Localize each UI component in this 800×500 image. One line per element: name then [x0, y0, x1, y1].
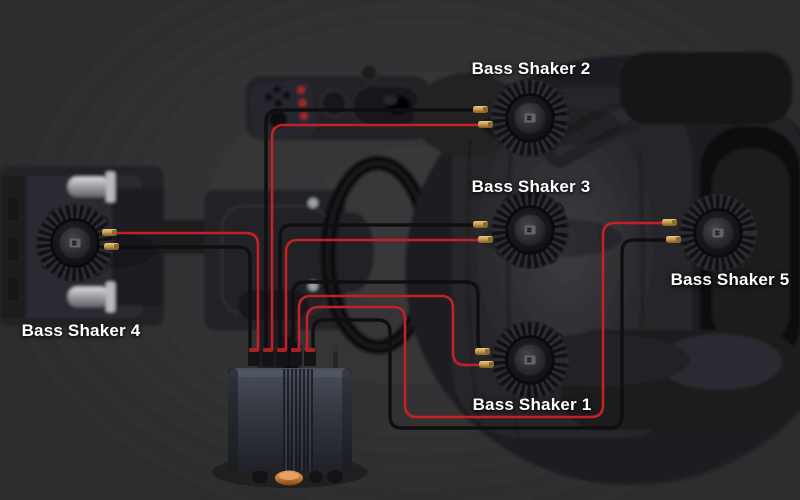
label-bass-shaker-4: Bass Shaker 4 — [21, 321, 141, 340]
wire-shaker5-black — [311, 238, 673, 430]
label-bass-shaker-5: Bass Shaker 5 — [670, 270, 790, 289]
wire-shaker3-black — [278, 223, 484, 351]
wire-shaker2-red — [270, 123, 486, 351]
amp-heatsink-fins — [283, 369, 313, 471]
label-bass-shaker-2: Bass Shaker 2 — [471, 59, 591, 78]
shaker-standoff-top — [68, 177, 110, 197]
amp-body — [228, 368, 352, 472]
label-bass-shaker-1: Bass Shaker 1 — [472, 395, 592, 414]
wire-shaker1-red — [297, 294, 486, 367]
wire-shaker2-black — [264, 108, 484, 351]
amp-foot — [327, 470, 343, 484]
wire-shaker5-red — [305, 221, 669, 419]
amplifier-device — [212, 346, 368, 488]
amp-foot — [309, 471, 323, 483]
wire-shaker4-red — [112, 231, 260, 351]
amp-foot — [252, 470, 268, 484]
console-round-button — [320, 89, 348, 117]
wire-shaker4-black — [115, 245, 252, 351]
shaker-standoff-bottom — [68, 287, 110, 307]
wires — [112, 108, 673, 430]
seat-headrest — [620, 52, 792, 124]
amp-antenna — [333, 350, 338, 368]
amp-terminal-blocks — [248, 348, 316, 366]
wire-shaker3-red — [284, 238, 486, 351]
label-bass-shaker-3: Bass Shaker 3 — [471, 177, 591, 196]
